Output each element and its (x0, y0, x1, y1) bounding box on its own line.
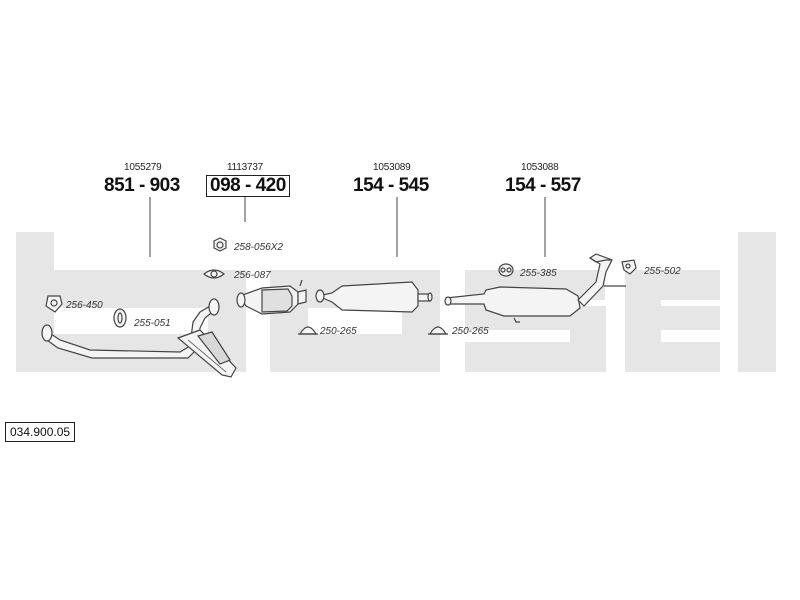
fitting-label-clamp-2: 250-265 (452, 326, 489, 337)
fitting-label-rubber-mount: 255-385 (520, 268, 557, 279)
nut-icon (213, 237, 227, 252)
clamp-icon-1 (298, 326, 318, 335)
fitting-label-gasket: 256-087 (234, 270, 271, 281)
rear-muffler (444, 253, 626, 323)
front-pipe (41, 298, 237, 378)
fitting-label-nut: 258-056X2 (234, 242, 283, 253)
diagram-code: 034.900.05 (5, 422, 76, 442)
part-ref-3: 1053089 (373, 162, 411, 173)
part-ref-1: 1055279 (124, 162, 162, 173)
part-ref-4: 1053088 (521, 162, 559, 173)
clamp-icon-2 (428, 326, 448, 335)
triangle-gasket-icon (45, 295, 63, 313)
spring-ring-icon (113, 308, 127, 328)
hanger-icon (621, 259, 637, 275)
part-number-3: 154 - 545 (353, 175, 429, 196)
fitting-label-clamp-1: 250-265 (320, 326, 357, 337)
gasket-icon (203, 269, 225, 279)
fitting-label-triangle-gasket: 256-450 (66, 300, 103, 311)
fitting-label-hanger: 255-502 (644, 266, 681, 277)
part-number-4: 154 - 557 (505, 175, 581, 196)
center-muffler (315, 281, 433, 313)
part-ref-2: 1113737 (227, 162, 264, 173)
rubber-mount-icon (498, 263, 514, 277)
part-number-2: 098 - 420 (206, 175, 290, 197)
fitting-label-spring-ring: 255-051 (134, 318, 171, 329)
part-number-1: 851 - 903 (104, 175, 180, 196)
catalytic-converter (236, 279, 307, 315)
